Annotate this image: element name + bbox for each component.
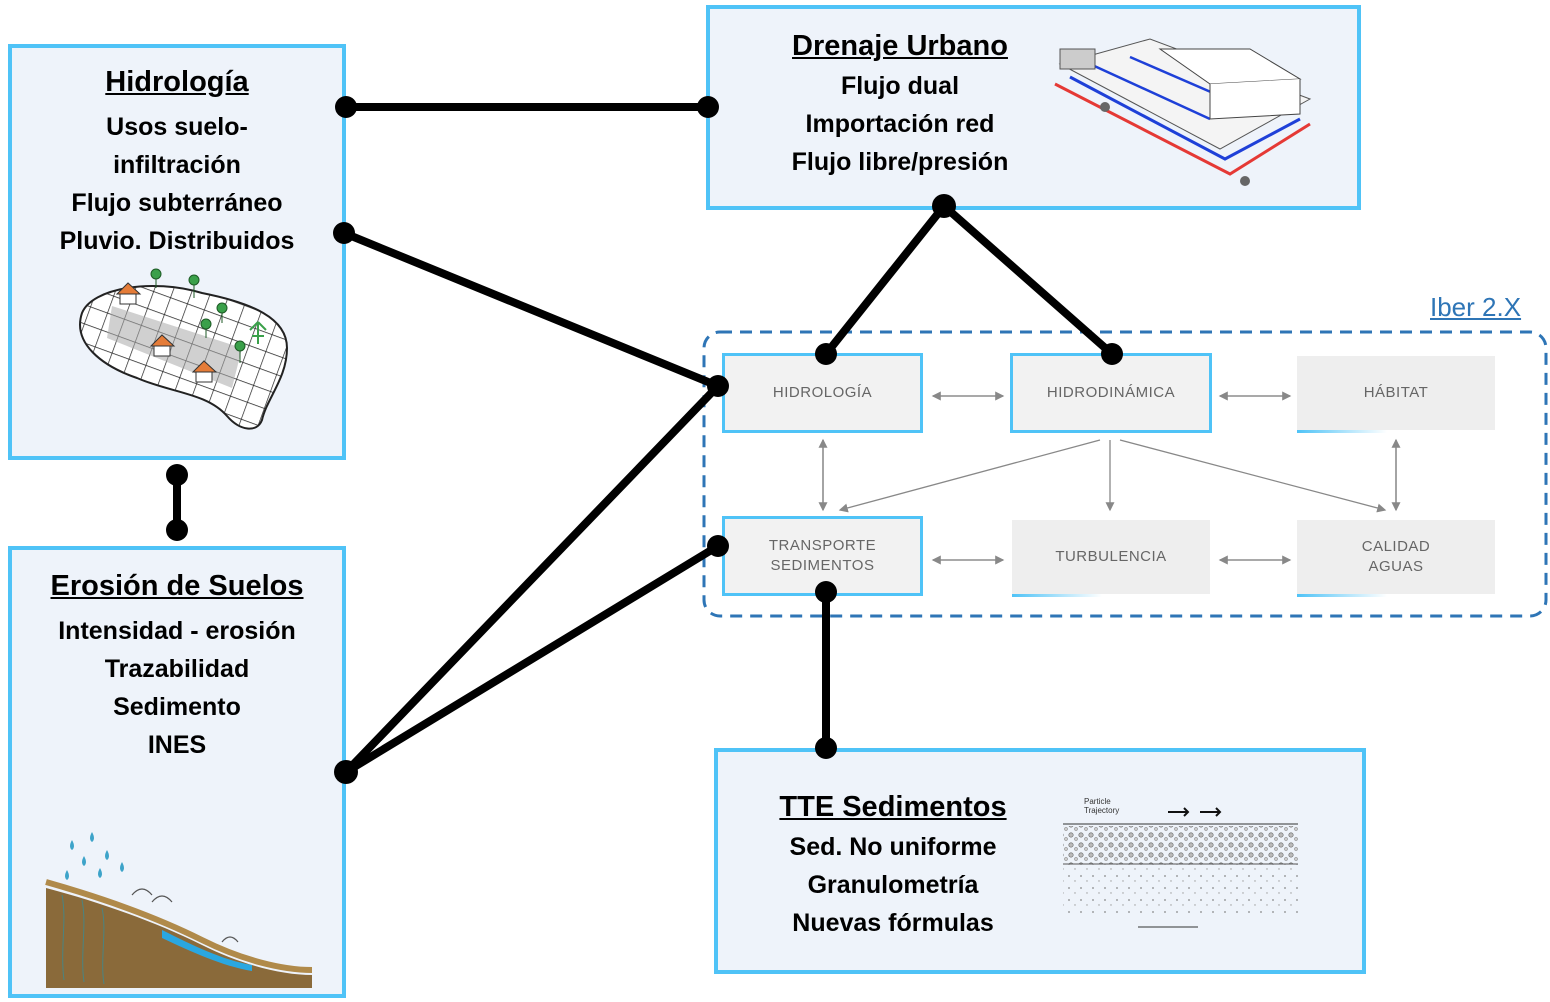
tte-title: TTE Sedimentos [779,791,1007,823]
hidrologia-line: Usos suelo- [106,113,248,141]
iber-dashed-frame [702,330,1548,618]
particle-label: Particle [1084,797,1111,806]
flow-arrow-icon [1168,807,1222,817]
hidrologia-panel: Hidrología Usos suelo- infiltración Fluj… [8,44,346,460]
erosion-line: Intensidad - erosión [58,617,296,645]
erosion-lines: Intensidad - erosión Trazabilidad Sedime… [12,612,342,764]
hidrologia-title: Hidrología [105,66,249,98]
connector-drenaje-iber-hidrologia [822,202,948,358]
iber-node-hidrodinamica: HIDRODINÁMICA [1010,353,1212,433]
iber-node-calidad-line1: CALIDAD [1361,538,1431,555]
connector-drenaje-iber-hidrodinamica [940,202,1116,358]
raindrop-icon [65,832,124,880]
turbulencia-accent-line [1012,594,1102,597]
sediment-layer-illustration: Particle Trajectory [1063,797,1298,928]
erosion-line: Trazabilidad [104,655,250,683]
erosion-line: INES [147,731,207,759]
iber-node-calidad: CALIDAD AGUAS [1297,520,1495,597]
erosion-line: Sedimento [113,693,241,721]
house-icon [115,282,142,305]
iber-node-transporte-line2: SEDIMENTOS [770,557,875,574]
catchment-illustration [79,268,289,430]
hidrologia-line: Pluvio. Distribuidos [59,227,295,255]
erosion-panel: Erosión de Suelos Intensidad - erosión T… [8,546,346,998]
iber-node-hidrologia-label: HIDROLOGÍA [772,384,873,401]
drenaje-line: Flujo dual [840,72,960,100]
connector-hidrologia-iber [340,229,722,390]
tree-icon [150,268,246,363]
erosion-illustration [45,832,313,988]
plant-icon [249,321,267,344]
iber-node-turbulencia-label: TURBULENCIA [1055,548,1167,565]
drenaje-line: Flujo libre/presión [791,148,1009,176]
drenaje-line: Importación red [805,110,995,138]
drainage-network-illustration [1054,38,1312,186]
tte-line: Nuevas fórmulas [792,909,994,937]
hidrologia-line: Flujo subterráneo [71,189,283,217]
iber-node-transporte-line1: TRANSPORTE [768,537,877,554]
iber-internal-arrows [818,391,1401,565]
connector-erosion-iber-hidrologia [342,382,722,776]
iber-node-hidrodinamica-label: HIDRODINÁMICA [1046,384,1176,401]
iber-node-turbulencia: TURBULENCIA [1012,520,1210,597]
drenaje-title: Drenaje Urbano [792,30,1008,62]
connector-endpoints [166,96,1123,784]
trajectory-label: Trajectory [1084,806,1119,815]
iber-node-habitat: HÁBITAT [1297,356,1495,433]
tte-panel: TTE Sedimentos Sed. No uniforme Granulom… [714,748,1366,974]
tte-line: Sed. No uniforme [789,833,997,861]
calidad-accent-line [1297,594,1387,597]
house-icon [149,334,176,357]
habitat-accent-line [1297,430,1387,433]
iber-node-calidad-line2: AGUAS [1368,558,1424,575]
hidrologia-line: infiltración [113,151,241,179]
house-icon [191,360,218,383]
iber-version-label: Iber 2.X [1430,292,1522,322]
iber-node-habitat-label: HÁBITAT [1363,384,1429,401]
tte-line: Granulometría [807,871,979,899]
connector-erosion-iber-transporte [342,542,722,776]
hidrologia-lines: Usos suelo- infiltración Flujo subterrán… [12,108,342,260]
drenaje-panel: Drenaje Urbano Flujo dual Importación re… [706,5,1361,210]
erosion-title: Erosión de Suelos [50,570,304,602]
